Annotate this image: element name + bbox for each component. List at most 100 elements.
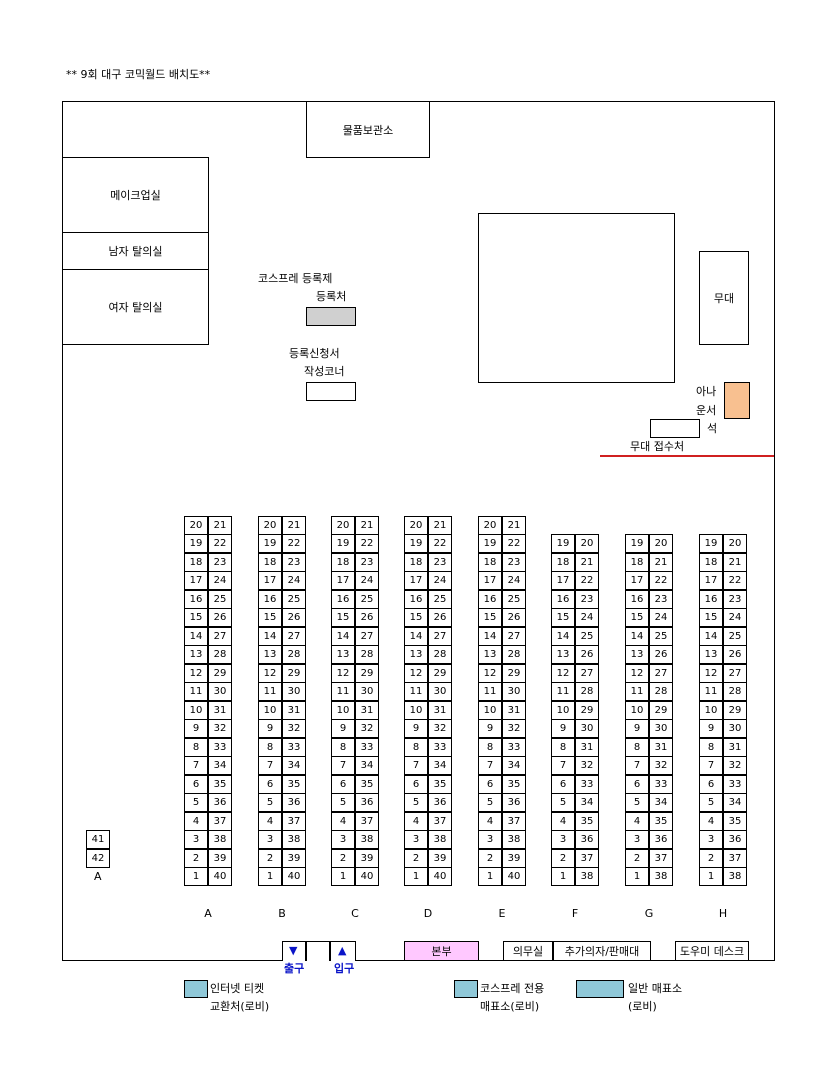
- booth-cell[interactable]: 18: [258, 553, 282, 572]
- booth-cell[interactable]: 24: [502, 571, 526, 590]
- booth-cell[interactable]: 9: [551, 719, 575, 738]
- booth-cell[interactable]: 8: [551, 738, 575, 757]
- booth-cell[interactable]: 17: [331, 571, 355, 590]
- booth-cell[interactable]: 39: [428, 849, 452, 868]
- booth-cell[interactable]: 7: [625, 756, 649, 775]
- booth-cell[interactable]: 1: [258, 867, 282, 886]
- booth-cell[interactable]: 23: [649, 590, 673, 609]
- booth-cell[interactable]: 35: [723, 812, 747, 831]
- booth-cell[interactable]: 28: [649, 682, 673, 701]
- booth-cell[interactable]: 36: [502, 793, 526, 812]
- booth-cell[interactable]: 3: [184, 830, 208, 849]
- booth-cell[interactable]: 37: [282, 812, 306, 831]
- booth-cell[interactable]: 8: [478, 738, 502, 757]
- booth-cell[interactable]: 36: [723, 830, 747, 849]
- booth-cell[interactable]: 30: [575, 719, 599, 738]
- booth-cell[interactable]: 26: [723, 645, 747, 664]
- booth-cell[interactable]: 19: [258, 534, 282, 553]
- booth-cell[interactable]: 2: [478, 849, 502, 868]
- booth-cell[interactable]: 25: [575, 627, 599, 646]
- booth-cell[interactable]: 10: [478, 701, 502, 720]
- booth-cell[interactable]: 16: [258, 590, 282, 609]
- booth-cell[interactable]: 32: [282, 719, 306, 738]
- booth-cell[interactable]: 24: [723, 608, 747, 627]
- booth-cell[interactable]: 25: [502, 590, 526, 609]
- booth-cell[interactable]: 16: [478, 590, 502, 609]
- booth-cell[interactable]: 25: [428, 590, 452, 609]
- booth-cell[interactable]: 28: [355, 645, 379, 664]
- booth-cell[interactable]: 34: [355, 756, 379, 775]
- booth-cell[interactable]: 25: [282, 590, 306, 609]
- booth-cell[interactable]: 6: [404, 775, 428, 794]
- booth-cell[interactable]: 4: [699, 812, 723, 831]
- booth-cell[interactable]: 12: [478, 664, 502, 683]
- booth-cell[interactable]: 7: [551, 756, 575, 775]
- booth-cell[interactable]: 29: [723, 701, 747, 720]
- booth-cell[interactable]: 37: [649, 849, 673, 868]
- booth-cell[interactable]: 24: [428, 571, 452, 590]
- booth-cell[interactable]: 29: [355, 664, 379, 683]
- booth-cell[interactable]: 29: [208, 664, 232, 683]
- booth-cell[interactable]: 42: [86, 849, 110, 868]
- booth-cell[interactable]: 36: [575, 830, 599, 849]
- booth-cell[interactable]: 21: [649, 553, 673, 572]
- booth-cell[interactable]: 34: [208, 756, 232, 775]
- booth-cell[interactable]: 11: [478, 682, 502, 701]
- booth-cell[interactable]: 30: [282, 682, 306, 701]
- booth-cell[interactable]: 25: [649, 627, 673, 646]
- booth-cell[interactable]: 14: [551, 627, 575, 646]
- booth-cell[interactable]: 17: [478, 571, 502, 590]
- booth-cell[interactable]: 21: [282, 516, 306, 535]
- booth-cell[interactable]: 26: [282, 608, 306, 627]
- booth-cell[interactable]: 13: [699, 645, 723, 664]
- booth-cell[interactable]: 28: [502, 645, 526, 664]
- booth-cell[interactable]: 4: [184, 812, 208, 831]
- booth-cell[interactable]: 27: [723, 664, 747, 683]
- booth-cell[interactable]: 40: [355, 867, 379, 886]
- booth-cell[interactable]: 9: [184, 719, 208, 738]
- booth-cell[interactable]: 37: [575, 849, 599, 868]
- booth-cell[interactable]: 33: [502, 738, 526, 757]
- booth-cell[interactable]: 16: [404, 590, 428, 609]
- booth-cell[interactable]: 4: [404, 812, 428, 831]
- booth-cell[interactable]: 16: [625, 590, 649, 609]
- booth-cell[interactable]: 17: [258, 571, 282, 590]
- booth-cell[interactable]: 11: [258, 682, 282, 701]
- booth-cell[interactable]: 35: [502, 775, 526, 794]
- booth-cell[interactable]: 22: [208, 534, 232, 553]
- booth-cell[interactable]: 15: [699, 608, 723, 627]
- booth-cell[interactable]: 13: [184, 645, 208, 664]
- booth-cell[interactable]: 18: [478, 553, 502, 572]
- booth-cell[interactable]: 33: [575, 775, 599, 794]
- booth-cell[interactable]: 31: [208, 701, 232, 720]
- booth-cell[interactable]: 6: [258, 775, 282, 794]
- booth-cell[interactable]: 31: [723, 738, 747, 757]
- booth-cell[interactable]: 19: [331, 534, 355, 553]
- booth-cell[interactable]: 4: [551, 812, 575, 831]
- booth-cell[interactable]: 13: [625, 645, 649, 664]
- booth-cell[interactable]: 15: [331, 608, 355, 627]
- booth-cell[interactable]: 31: [575, 738, 599, 757]
- booth-cell[interactable]: 30: [502, 682, 526, 701]
- booth-cell[interactable]: 3: [331, 830, 355, 849]
- booth-cell[interactable]: 6: [625, 775, 649, 794]
- booth-cell[interactable]: 34: [649, 793, 673, 812]
- booth-cell[interactable]: 16: [699, 590, 723, 609]
- booth-cell[interactable]: 3: [404, 830, 428, 849]
- booth-cell[interactable]: 35: [575, 812, 599, 831]
- booth-cell[interactable]: 3: [478, 830, 502, 849]
- booth-cell[interactable]: 30: [208, 682, 232, 701]
- booth-cell[interactable]: 5: [258, 793, 282, 812]
- booth-cell[interactable]: 23: [428, 553, 452, 572]
- booth-cell[interactable]: 40: [282, 867, 306, 886]
- booth-cell[interactable]: 20: [184, 516, 208, 535]
- booth-cell[interactable]: 11: [184, 682, 208, 701]
- booth-cell[interactable]: 22: [282, 534, 306, 553]
- booth-cell[interactable]: 13: [478, 645, 502, 664]
- booth-cell[interactable]: 2: [699, 849, 723, 868]
- booth-cell[interactable]: 21: [575, 553, 599, 572]
- booth-cell[interactable]: 34: [575, 793, 599, 812]
- booth-cell[interactable]: 7: [184, 756, 208, 775]
- booth-cell[interactable]: 19: [404, 534, 428, 553]
- booth-cell[interactable]: 11: [551, 682, 575, 701]
